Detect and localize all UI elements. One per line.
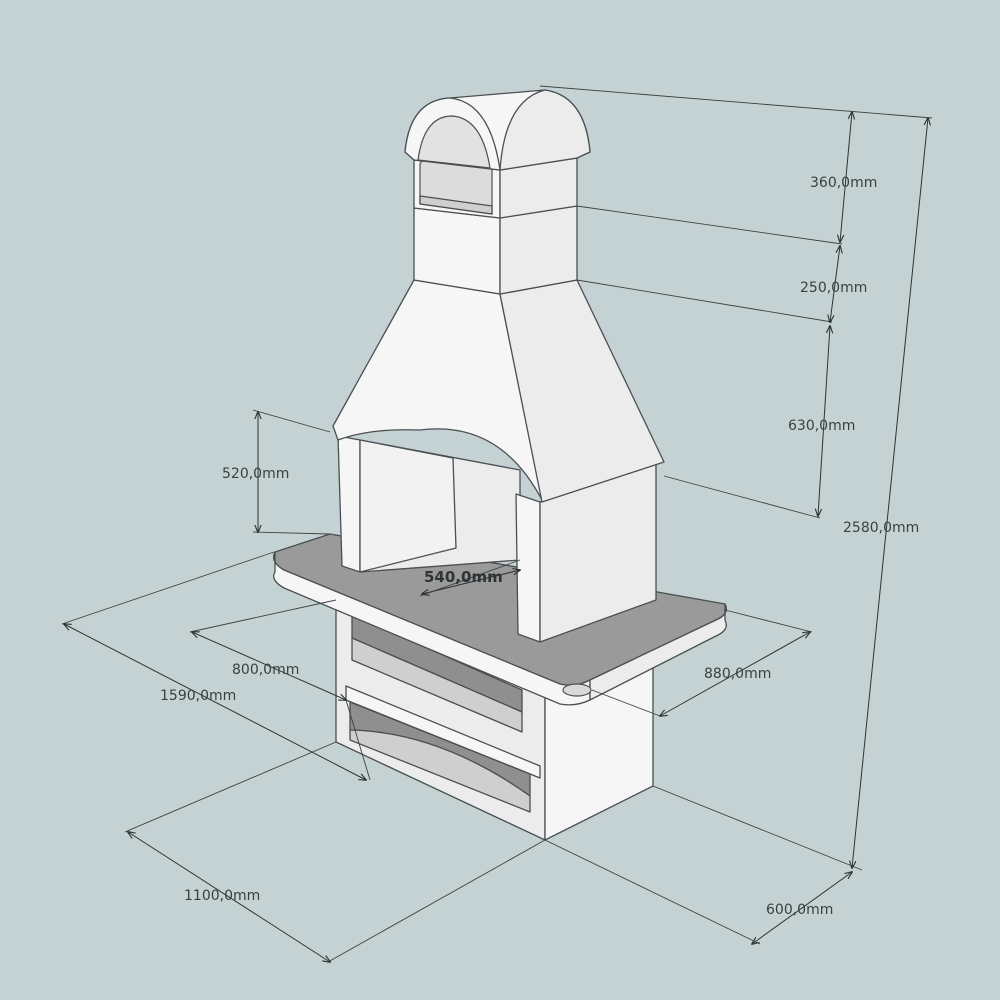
bbq-structure: [273, 89, 727, 841]
left-pillar: [337, 435, 361, 573]
label-cap-height: 360,0mm: [810, 175, 877, 191]
counter-notch: [562, 683, 592, 697]
right-pillar: [515, 493, 541, 643]
label-total-height: 2580,0mm: [843, 520, 919, 536]
dim-total-height: [852, 118, 928, 868]
label-side-depth: 880,0mm: [704, 666, 771, 682]
label-hood-height: 630,0mm: [788, 418, 855, 434]
dim-firebox-depth: [422, 570, 520, 594]
firebox: [337, 435, 657, 643]
label-base-width: 1100,0mm: [184, 888, 260, 904]
dim-side-depth: [660, 632, 810, 716]
chimney-side: [499, 205, 578, 295]
chimney-cap: [404, 89, 591, 219]
label-base-depth: 600,0mm: [766, 902, 833, 918]
label-counter-width: 1590,0mm: [160, 688, 236, 704]
label-chimney-height: 250,0mm: [800, 280, 867, 296]
hood-front: [332, 279, 543, 501]
dim-base-depth: [752, 872, 852, 944]
chimney-front: [413, 207, 501, 295]
label-firebox-depth: 540,0mm: [424, 568, 503, 586]
chimney: [413, 205, 578, 295]
dimension-labels: 360,0mm 250,0mm 630,0mm 2580,0mm 520,0mm…: [160, 175, 919, 918]
dimension-lines: [61, 85, 933, 962]
dim-hood-height: [818, 326, 830, 516]
label-counter-depth: 800,0mm: [232, 662, 299, 678]
dim-base-width: [128, 832, 330, 962]
dim-counter-width: [64, 624, 366, 780]
dim-chimney-height: [830, 246, 840, 322]
label-opening-height: 520,0mm: [222, 466, 289, 482]
